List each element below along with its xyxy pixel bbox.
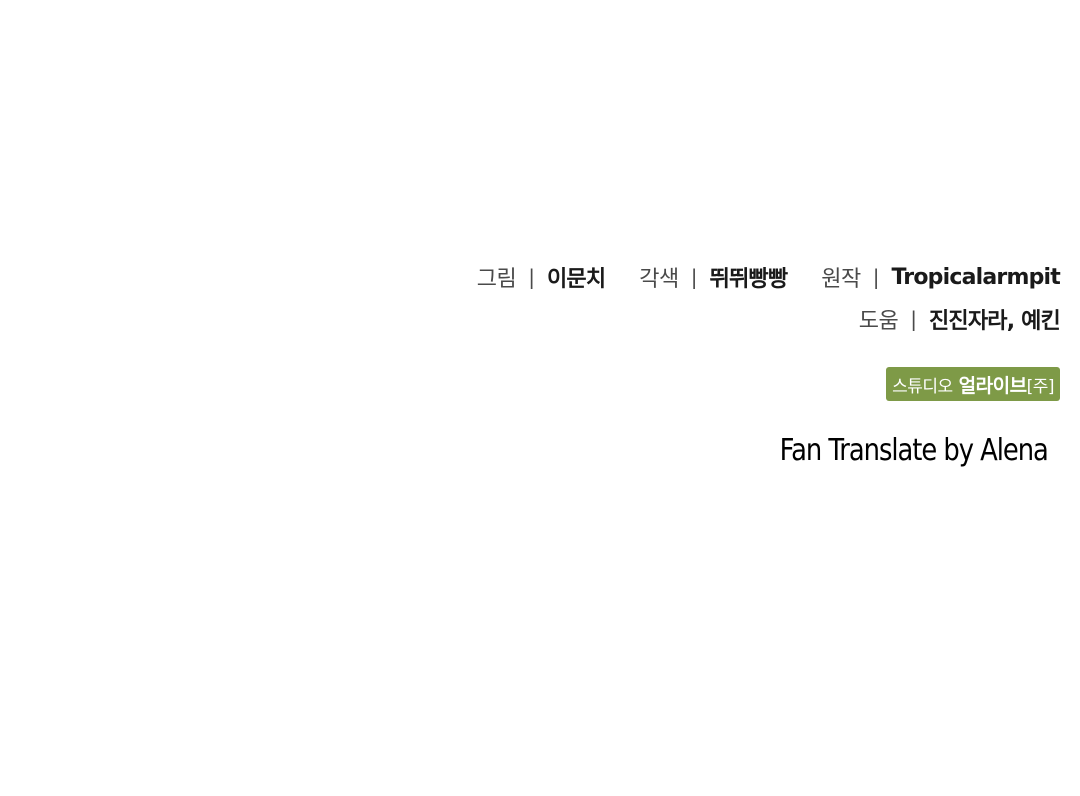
- credit-role: 각색: [639, 267, 679, 292]
- credit-role: 원작: [821, 267, 861, 292]
- credit-separator: |: [528, 265, 535, 289]
- credit-separator: |: [910, 307, 917, 331]
- studio-logo-part2: 얼라이브: [958, 374, 1027, 397]
- credits-row-1: 그림 | 이문치 각색 | 뛰뛰빵빵 원작 | Tropicalarmpit: [420, 258, 1061, 296]
- credit-assistance: 도움 | 진진자라, 예킨: [858, 303, 1061, 335]
- credit-name: 이문치: [546, 267, 606, 292]
- credit-name: 진진자라, 예킨: [928, 309, 1061, 334]
- credit-original-work: 원작 | Tropicalarmpit: [821, 261, 1061, 293]
- credit-role: 도움: [858, 309, 899, 334]
- credit-name: 뛰뛰빵빵: [709, 267, 789, 292]
- credit-adaptation: 각색 | 뛰뛰빵빵: [639, 261, 789, 293]
- studio-logo: 스튜디오 얼라이브 [주]: [886, 367, 1060, 401]
- credit-name: Tropicalarmpit: [891, 264, 1061, 290]
- credits-row-2: 도움 | 진진자라, 예킨: [420, 300, 1061, 338]
- credit-separator: |: [690, 265, 698, 289]
- studio-logo-part3: [주]: [1026, 376, 1055, 397]
- credit-role: 그림: [476, 267, 517, 292]
- credit-illustration: 그림 | 이문치: [477, 261, 606, 293]
- fan-translation-credit: Fan Translate by Alena: [779, 433, 1049, 468]
- studio-logo-part1: 스튜디오: [892, 376, 953, 397]
- credits-block: 그림 | 이문치 각색 | 뛰뛰빵빵 원작 | Tropicalarmpit 도…: [420, 258, 1061, 338]
- credit-separator: |: [872, 265, 880, 289]
